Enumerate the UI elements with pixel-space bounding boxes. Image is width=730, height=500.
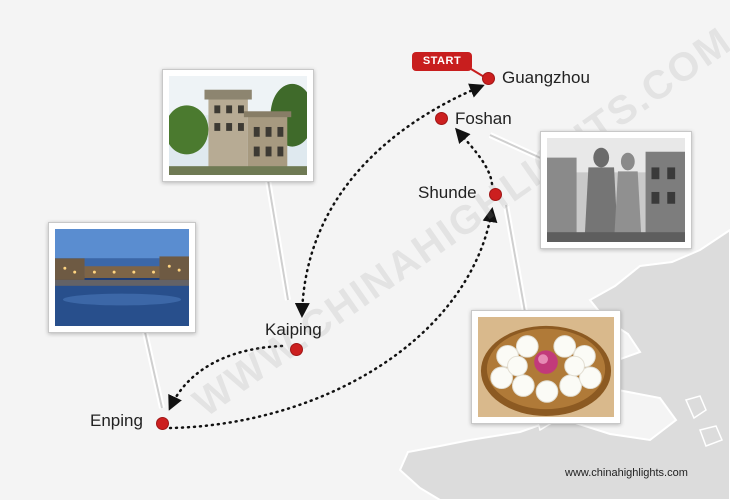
route-shunde-foshan [455, 127, 494, 186]
route-guangzhou-kaiping [294, 83, 485, 318]
diaolou-image [169, 76, 307, 175]
connector-kaiping [267, 179, 289, 301]
land-area [398, 228, 730, 500]
start-badge: START [412, 52, 472, 71]
photo-enping-resort [48, 222, 196, 333]
city-marker-foshan[interactable] [435, 112, 448, 125]
city-marker-enping[interactable] [156, 417, 169, 430]
photo-kaiping-diaolou [162, 69, 314, 182]
city-label-guangzhou: Guangzhou [502, 68, 590, 87]
statues-image [547, 138, 685, 242]
photo-shunde-buns [471, 310, 621, 424]
city-marker-shunde[interactable] [489, 188, 502, 201]
connector-shunde [505, 204, 526, 313]
buns-image [478, 317, 614, 417]
city-label-shunde: Shunde [418, 183, 477, 202]
resort-image [55, 229, 189, 326]
route-kaiping-enping [168, 344, 284, 411]
city-label-foshan: Foshan [455, 109, 512, 128]
island [699, 425, 723, 447]
island [684, 395, 707, 420]
city-label-enping: Enping [90, 411, 143, 430]
city-marker-guangzhou[interactable] [482, 72, 495, 85]
city-marker-kaiping[interactable] [290, 343, 303, 356]
site-credit: www.chinahighlights.com [565, 467, 688, 479]
photo-foshan-statues [540, 131, 692, 249]
connector-enping [144, 331, 163, 409]
route-enping-shunde [168, 207, 498, 430]
connector-foshan [489, 134, 546, 161]
city-label-kaiping: Kaiping [265, 320, 322, 339]
